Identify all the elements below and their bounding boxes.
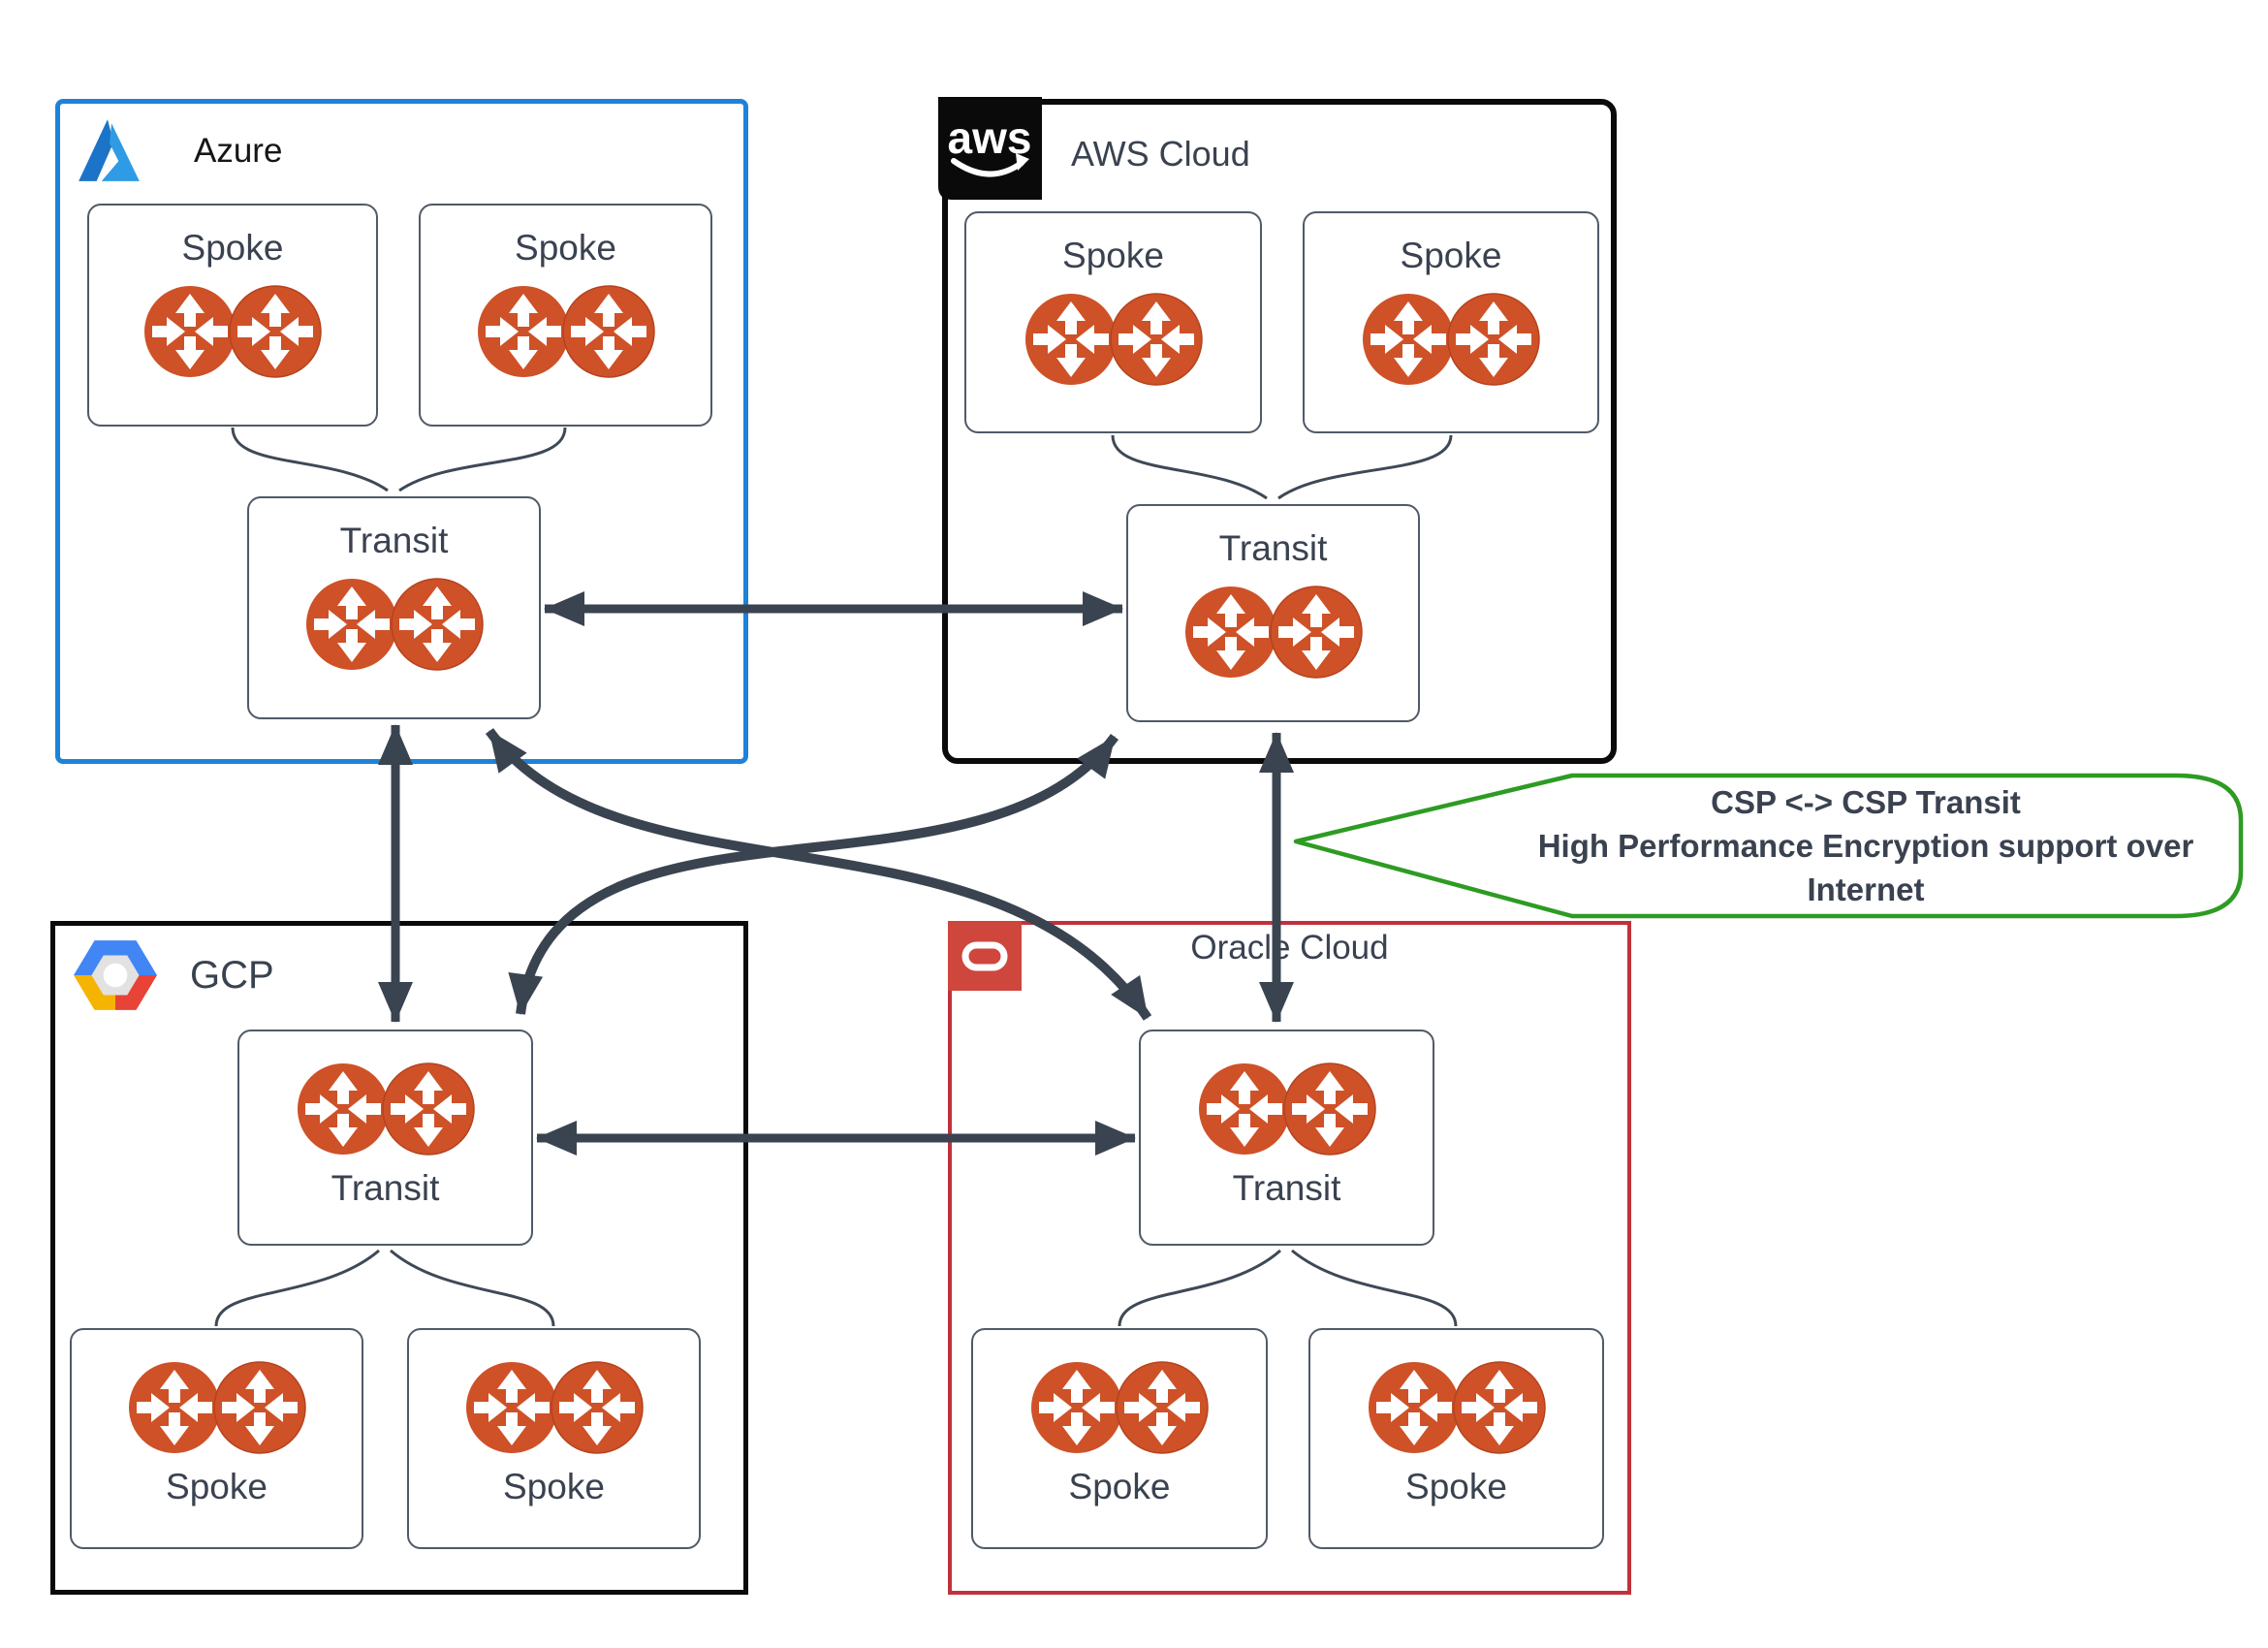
transit-label: Transit bbox=[331, 1168, 440, 1208]
router-icon-pair bbox=[141, 281, 325, 382]
spoke-label: Spoke bbox=[1062, 236, 1164, 275]
callout-line-1: CSP <-> CSP Transit bbox=[1711, 783, 2021, 820]
spoke-label: Spoke bbox=[1405, 1467, 1507, 1506]
router-icon-pair bbox=[125, 1357, 309, 1458]
router-icon-pair bbox=[1195, 1059, 1379, 1159]
gcp-transit-node: Transit bbox=[237, 1030, 533, 1246]
aws-spoke-2-node: Spoke bbox=[1303, 211, 1599, 433]
spoke-label: Spoke bbox=[166, 1467, 268, 1506]
aws-logo-icon: aws bbox=[938, 97, 1042, 200]
gcp-logo-icon bbox=[74, 940, 157, 1010]
spoke-label: Spoke bbox=[515, 228, 616, 268]
transit-label: Transit bbox=[1232, 1168, 1341, 1208]
azure-spoke-1-node: Spoke bbox=[87, 204, 378, 427]
spoke-label: Spoke bbox=[181, 228, 284, 268]
azure-spoke-2-node: Spoke bbox=[419, 204, 712, 427]
router-icon-pair bbox=[462, 1357, 646, 1458]
azure-transit-node: Transit bbox=[247, 496, 541, 719]
callout-annotation: CSP <-> CSP Transit High Performance Enc… bbox=[1512, 778, 2220, 912]
cloud-title-gcp: GCP bbox=[190, 954, 274, 997]
callout-line-2: High Performance Encryption support over… bbox=[1537, 827, 2194, 907]
aws-transit-node: Transit bbox=[1126, 504, 1420, 722]
spoke-label: Spoke bbox=[503, 1467, 605, 1506]
router-icon-pair bbox=[1359, 289, 1543, 390]
router-icon-pair bbox=[1022, 289, 1206, 390]
aws-spoke-1-node: Spoke bbox=[964, 211, 1262, 433]
router-icon-pair bbox=[1027, 1357, 1212, 1458]
router-icon-pair bbox=[294, 1059, 478, 1159]
transit-label: Transit bbox=[339, 521, 449, 560]
oracle-spoke-1-node: Spoke bbox=[971, 1328, 1268, 1549]
azure-logo-icon bbox=[79, 119, 140, 181]
cloud-title-aws: AWS Cloud bbox=[1071, 134, 1250, 174]
spoke-label: Spoke bbox=[1400, 236, 1502, 275]
router-icon-pair bbox=[302, 574, 487, 675]
router-icon-pair bbox=[474, 281, 658, 382]
router-icon-pair bbox=[1365, 1357, 1549, 1458]
router-icon-pair bbox=[1181, 582, 1366, 682]
spoke-label: Spoke bbox=[1068, 1467, 1171, 1506]
oracle-transit-node: Transit bbox=[1139, 1030, 1434, 1246]
cloud-title-azure: Azure bbox=[194, 132, 283, 170]
gcp-spoke-1-node: Spoke bbox=[70, 1328, 363, 1549]
transit-label: Transit bbox=[1218, 528, 1328, 568]
oracle-spoke-2-node: Spoke bbox=[1308, 1328, 1604, 1549]
cloud-title-oracle: Oracle Cloud bbox=[1190, 929, 1389, 967]
gcp-spoke-2-node: Spoke bbox=[407, 1328, 701, 1549]
